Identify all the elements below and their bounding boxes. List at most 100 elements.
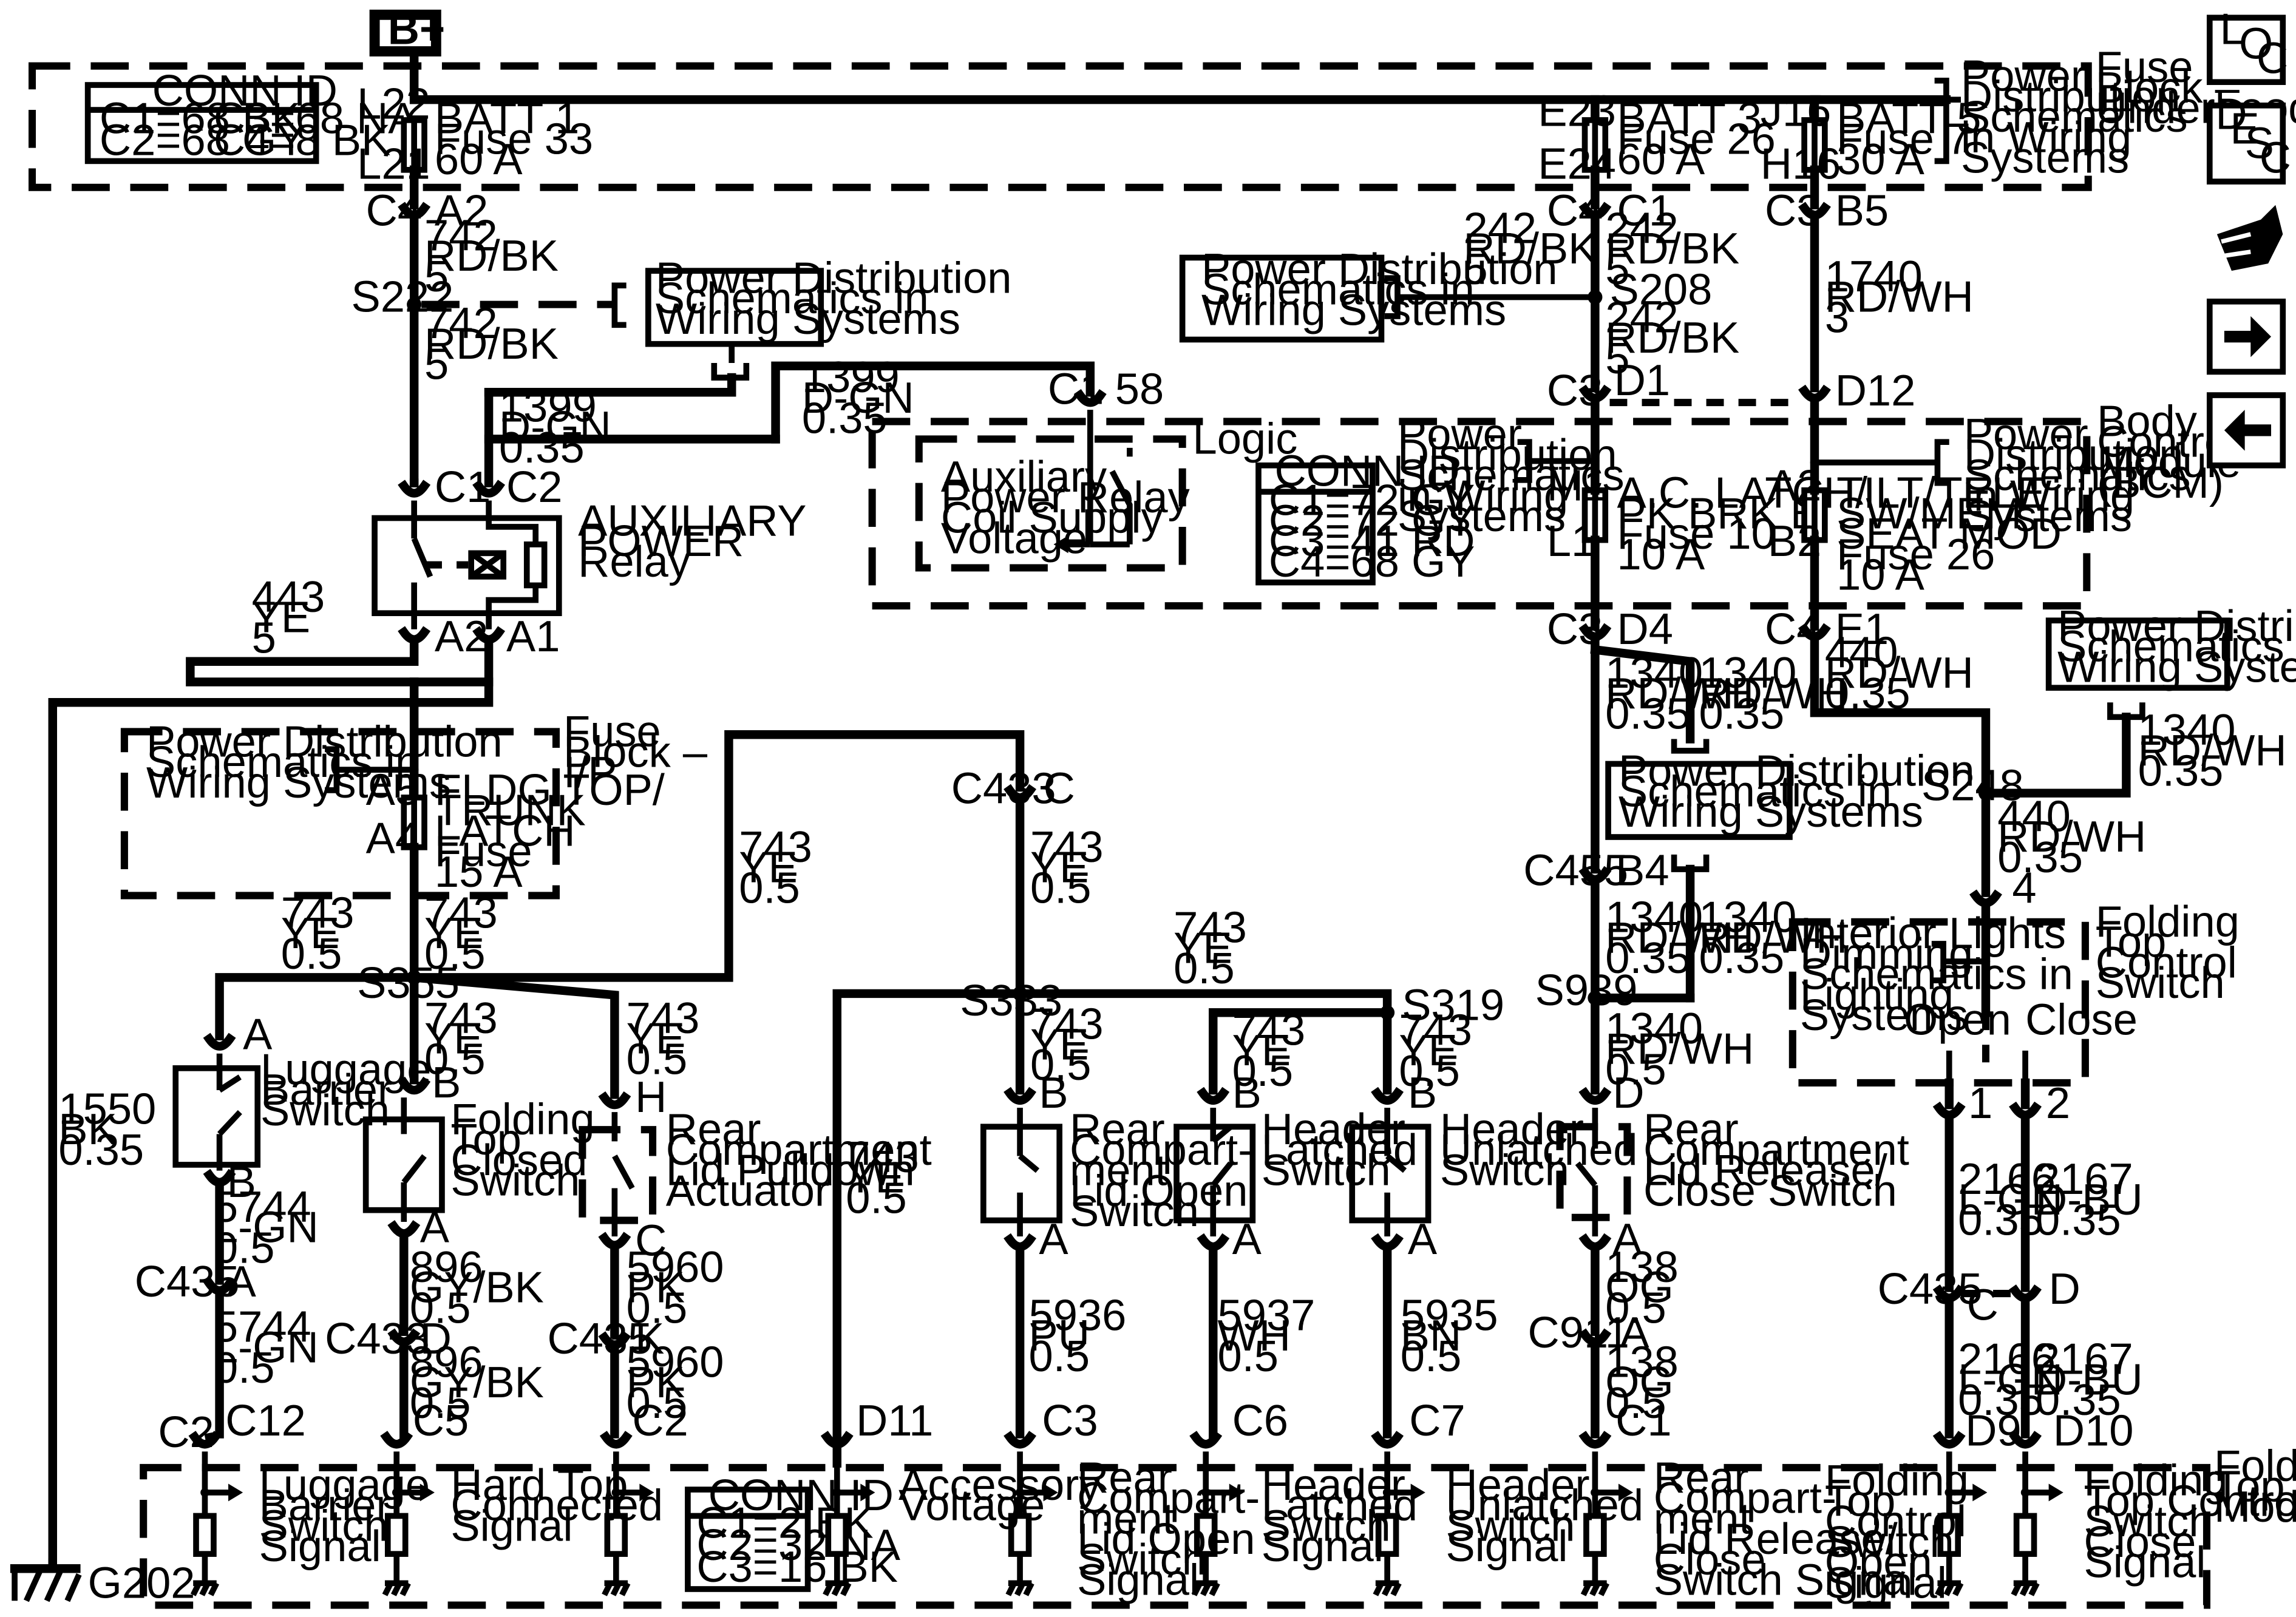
svg-text:Schematics: Schematics	[1961, 93, 2188, 141]
svg-text:BATT 1: BATT 1	[435, 95, 579, 143]
folding-top-control-switch: Interior Lights Dimming Schematics in Li…	[1788, 898, 2240, 1086]
fuse-block-connector-id: CONN ID C1=68 BK C3=68 NA C2=68 GY C4=8 …	[84, 67, 418, 165]
svg-text:YE: YE	[252, 594, 310, 642]
svg-text:Compart-: Compart-	[1654, 1474, 1836, 1523]
svg-text:K: K	[635, 1315, 664, 1363]
svg-text:0.5: 0.5	[1232, 1047, 1294, 1096]
svg-text:Compartment: Compartment	[1643, 1126, 1909, 1175]
svg-text:WH: WH	[1217, 1312, 1290, 1360]
svg-text:242: 242	[1605, 204, 1679, 253]
svg-text:TILT/TELE: TILT/TELE	[1836, 469, 2045, 518]
svg-text:Module: Module	[2214, 1483, 2296, 1531]
svg-text:L-GN: L-GN	[214, 1204, 319, 1252]
svg-text:Power Distribution: Power Distribution	[2057, 602, 2296, 651]
svg-text:CONN ID: CONN ID	[1275, 447, 1460, 495]
module-pin-2-path	[382, 1582, 411, 1596]
svg-text:C: C	[2257, 35, 2288, 83]
svg-text:C1=72 GY: C1=72 GY	[1269, 476, 1475, 525]
svg-text:RD/BK: RD/BK	[1463, 225, 1597, 273]
module-pin-6-path	[1229, 1483, 1244, 1502]
connector-tool-icon[interactable]	[2216, 205, 2283, 271]
svg-text:Wiring Systems: Wiring Systems	[2057, 643, 2296, 691]
svg-text:RD/WH: RD/WH	[1605, 670, 1754, 718]
battery-positive: B+	[369, 5, 445, 57]
module-pin-2-path	[380, 1431, 413, 1449]
svg-text:1340: 1340	[1605, 893, 1703, 942]
svg-text:0.35: 0.35	[2138, 747, 2224, 796]
svg-text:2167: 2167	[2036, 1155, 2133, 1204]
svg-text:C: C	[1044, 765, 1075, 813]
svg-text:896: 896	[410, 1338, 483, 1386]
back-arrow-icon[interactable]	[2206, 392, 2286, 469]
svg-text:D9: D9	[1965, 1407, 2021, 1456]
svg-text:Hard Top: Hard Top	[450, 1461, 628, 1510]
module-pin-5-path	[1043, 1483, 1058, 1502]
svg-text:Compart-: Compart-	[1077, 1474, 1260, 1523]
svg-text:0.35: 0.35	[1699, 690, 1785, 739]
svg-text:Signal: Signal	[1446, 1522, 1568, 1571]
svg-text:Switch: Switch	[2084, 1497, 2213, 1546]
svg-text:S222: S222	[352, 273, 454, 322]
module-pin-10-path	[2048, 1483, 2063, 1502]
svg-text:5: 5	[1463, 245, 1487, 294]
svg-text:Schematics: Schematics	[1964, 452, 2191, 500]
svg-text:A: A	[420, 1204, 450, 1252]
next-arrow-icon[interactable]	[2206, 298, 2286, 375]
svg-text:0.35: 0.35	[2036, 1376, 2121, 1425]
description-button[interactable]: D E S C	[2206, 90, 2291, 185]
svg-text:Switch: Switch	[259, 1502, 389, 1550]
svg-text:Switch: Switch	[450, 1157, 580, 1205]
svg-text:S319: S319	[1402, 981, 1504, 1029]
svg-text:0.5: 0.5	[410, 1379, 471, 1428]
svg-text:C4: C4	[366, 186, 422, 235]
svg-text:Power Distribution: Power Distribution	[1618, 747, 1975, 796]
svg-text:GY/BK: GY/BK	[410, 1264, 544, 1312]
svg-text:YE: YE	[1399, 1026, 1457, 1075]
svg-text:5744: 5744	[214, 1183, 311, 1232]
svg-text:S939: S939	[1535, 966, 1638, 1015]
svg-text:E1: E1	[1835, 605, 1889, 654]
svg-text:Rear: Rear	[666, 1105, 761, 1154]
svg-text:H: H	[635, 1073, 667, 1122]
svg-text:C12: C12	[225, 1397, 306, 1445]
svg-text:Switch: Switch	[1077, 1536, 1206, 1584]
svg-text:743: 743	[1399, 1006, 1472, 1054]
svg-text:0.35: 0.35	[1958, 1196, 2043, 1245]
module-pin-9-path	[1932, 1431, 1966, 1449]
module-pin-3-path	[602, 1582, 631, 1596]
module-pin-2-path	[419, 1483, 435, 1502]
svg-text:C1: C1	[1048, 365, 1104, 414]
svg-text:Compartment: Compartment	[666, 1126, 932, 1175]
svg-text:5936: 5936	[1029, 1291, 1127, 1340]
folding-top-closed-switch: Folding Top Closed Switch	[362, 1095, 595, 1222]
svg-text:BATT 5: BATT 5	[1836, 95, 1981, 143]
rear-compartment-lid-release-switch: Rear Compartment Lid Release/ Close Swit…	[1556, 1105, 1909, 1237]
svg-text:0.5: 0.5	[1030, 864, 1092, 912]
module-pin-1-path	[190, 1582, 220, 1596]
svg-text:SW/MEM: SW/MEM	[1836, 489, 2022, 538]
svg-text:Top Control: Top Control	[2084, 1477, 2296, 1525]
svg-text:Signal: Signal	[259, 1522, 381, 1571]
svg-text:Luggage: Luggage	[259, 1461, 430, 1510]
svg-text:C2: C2	[158, 1408, 214, 1457]
svg-text:L-GN: L-GN	[1958, 1355, 2063, 1404]
module-pin-8-path	[1578, 1431, 1612, 1449]
svg-text:Latched: Latched	[1262, 1126, 1418, 1175]
svg-text:0.35: 0.35	[1958, 1376, 2043, 1425]
location-button[interactable]: L O C	[2206, 5, 2288, 86]
pds-box-s208: Power Distribution Schematics in Wiring …	[1179, 245, 1558, 343]
svg-text:Fuse 33: Fuse 33	[435, 115, 593, 163]
svg-text:Fuse 7: Fuse 7	[1836, 115, 1971, 163]
svg-text:GY/BK: GY/BK	[410, 1358, 544, 1407]
svg-text:5960: 5960	[627, 1338, 724, 1386]
svg-text:1550: 1550	[58, 1085, 156, 1133]
svg-text:Power Distribution: Power Distribution	[146, 717, 503, 766]
svg-text:C: C	[1967, 1281, 1999, 1329]
svg-text:440: 440	[1825, 628, 1898, 677]
svg-text:B: B	[227, 1158, 256, 1207]
svg-text:C4=8 BK: C4=8 BK	[214, 117, 390, 165]
svg-text:L21: L21	[357, 140, 430, 188]
svg-text:D: D	[1612, 1069, 1644, 1117]
svg-text:C433: C433	[325, 1315, 430, 1363]
